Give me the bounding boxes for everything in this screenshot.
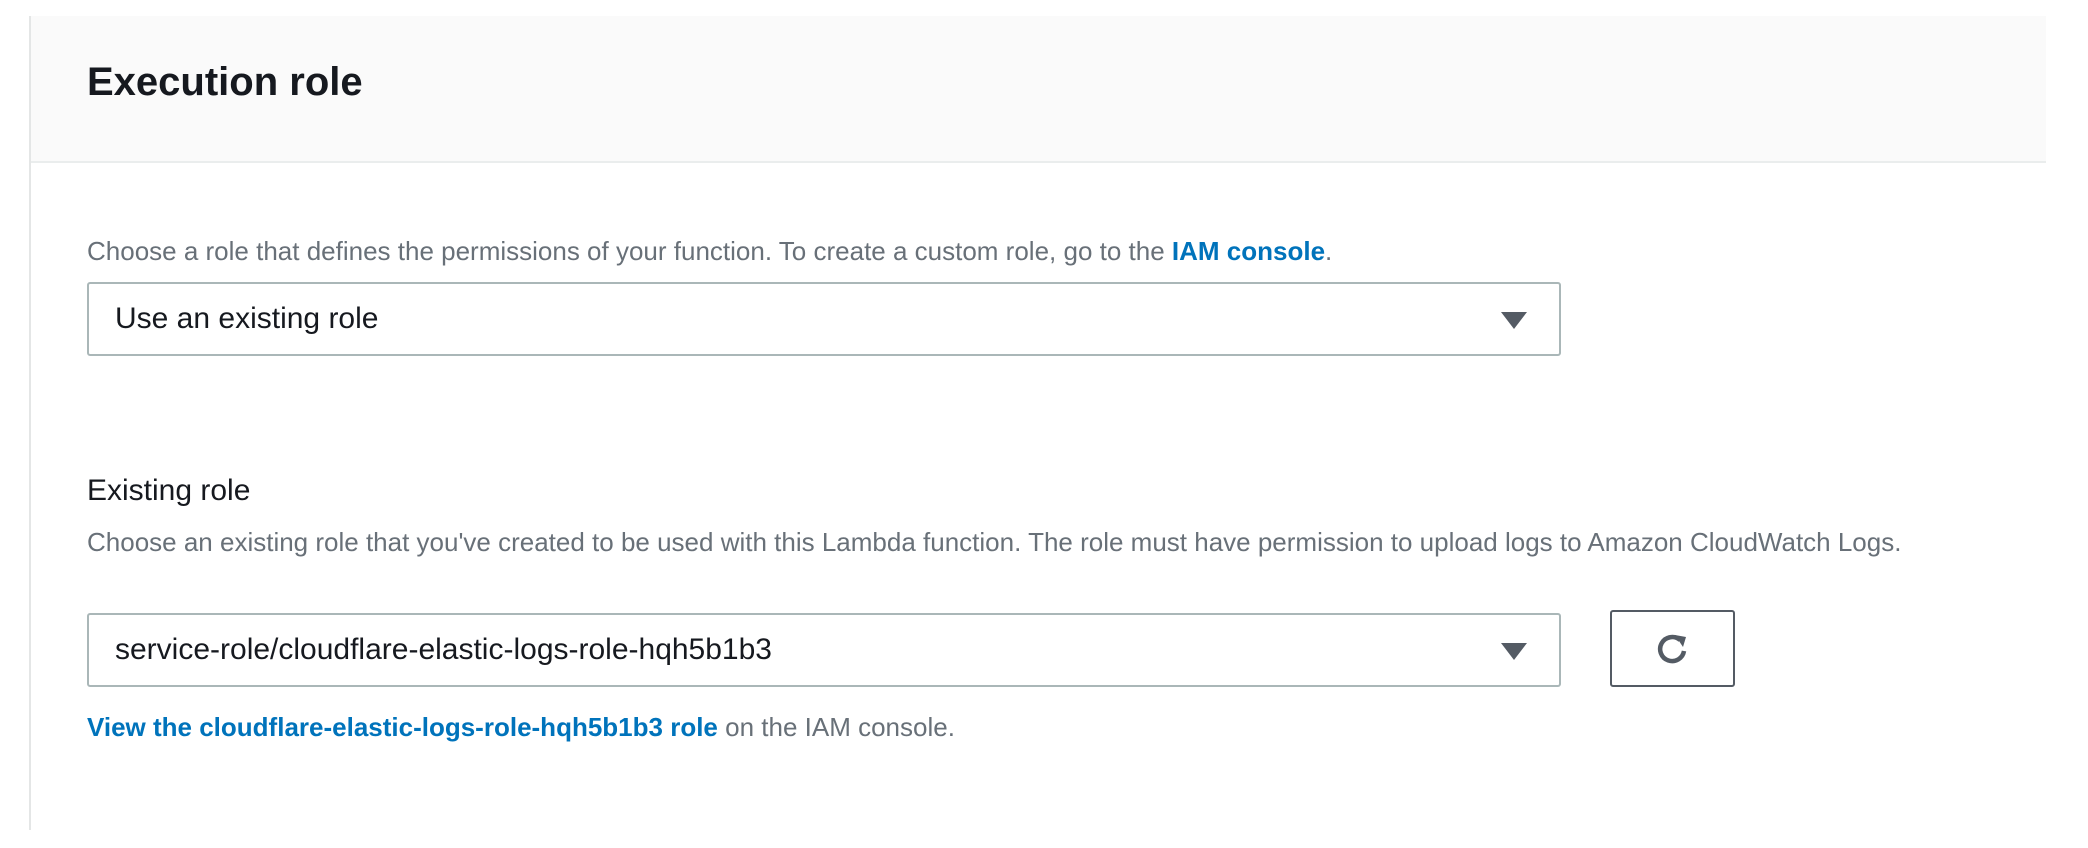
panel-title: Execution role (87, 60, 363, 104)
role-type-select[interactable]: Use an existing role (87, 282, 1561, 356)
panel-header: Execution role (31, 16, 2046, 163)
description-end: . (1325, 236, 1333, 266)
existing-role-value: service-role/cloudflare-elastic-logs-rol… (115, 633, 772, 666)
caret-down-icon (1501, 643, 1527, 660)
caret-down-icon (1501, 312, 1527, 329)
iam-console-link[interactable]: IAM console (1171, 236, 1326, 266)
refresh-button[interactable] (1610, 610, 1735, 687)
role-choice-description: Choose a role that defines the permissio… (87, 231, 1332, 271)
description-text: Choose a role that defines the permissio… (87, 236, 1172, 266)
existing-role-label: Existing role (87, 474, 251, 507)
view-role-line: View the cloudflare-elastic-logs-role-hq… (87, 707, 955, 747)
execution-role-panel: Execution role Choose a role that define… (29, 16, 2046, 830)
existing-role-select[interactable]: service-role/cloudflare-elastic-logs-rol… (87, 613, 1561, 687)
view-role-suffix: on the IAM console. (717, 712, 955, 742)
existing-role-description: Choose an existing role that you've crea… (87, 527, 1902, 557)
role-type-value: Use an existing role (115, 302, 379, 335)
view-role-link[interactable]: View the cloudflare-elastic-logs-role-hq… (87, 712, 718, 742)
refresh-icon (1657, 634, 1686, 663)
